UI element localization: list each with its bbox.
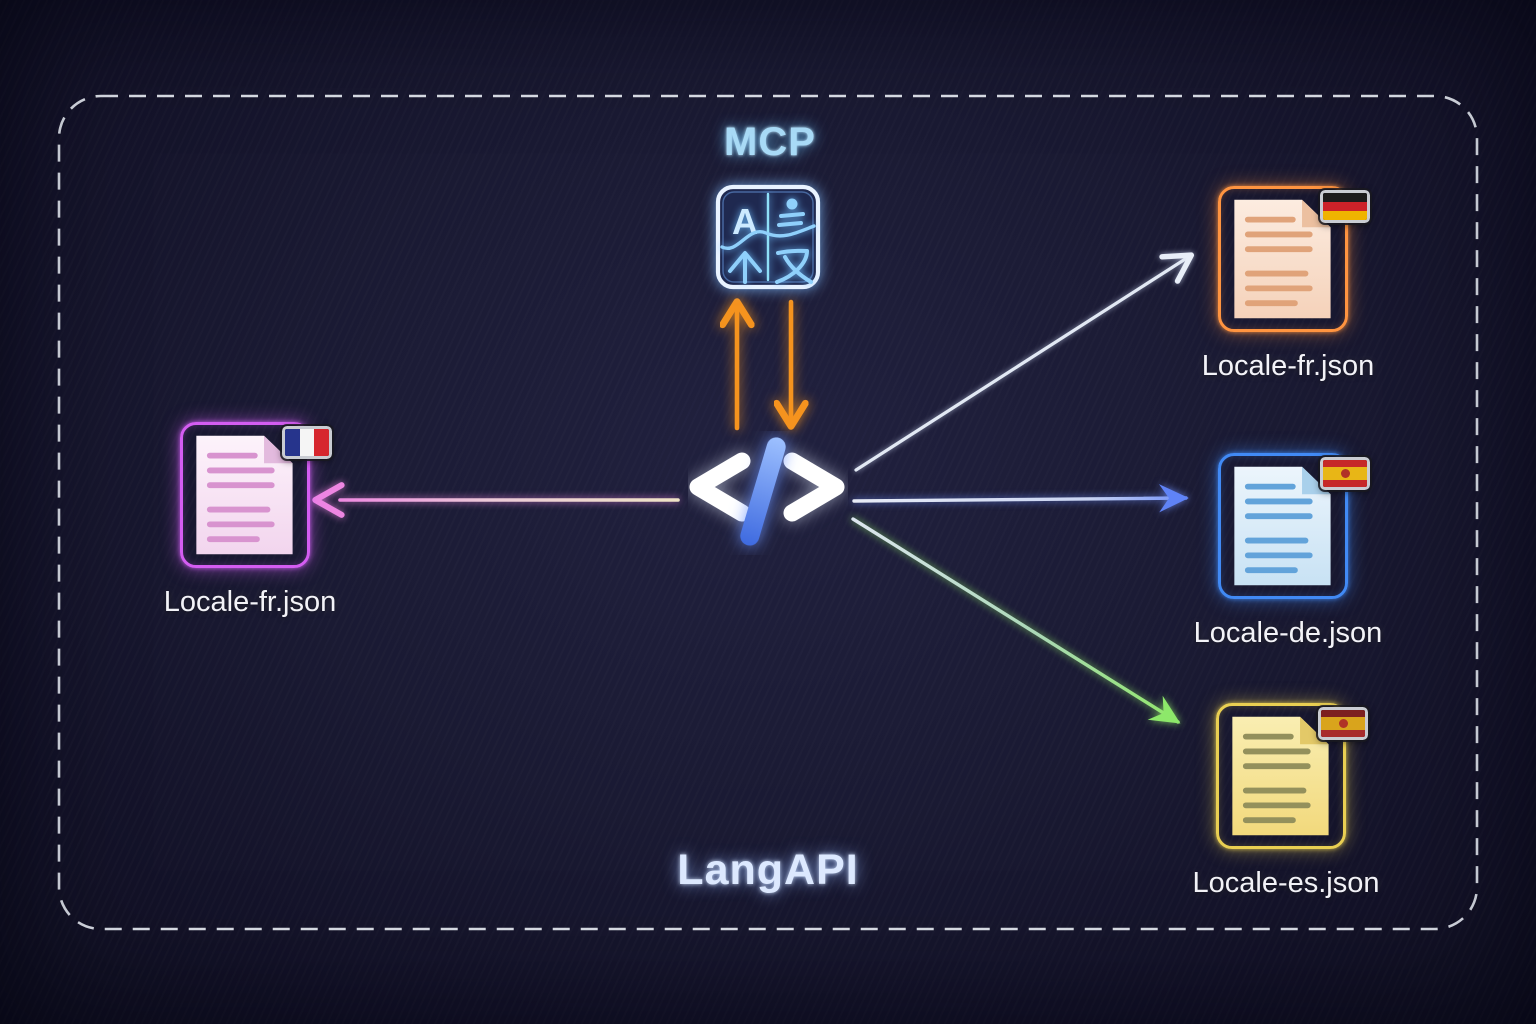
file-label: Locale-es.json	[1192, 867, 1380, 899]
arrow-code-to-output-de	[852, 484, 1189, 513]
document-icon	[180, 422, 310, 568]
document-icon	[1218, 186, 1348, 332]
france-flag-icon	[280, 424, 334, 461]
source-file-node: Locale-fr.json	[150, 420, 350, 635]
left-chevron	[689, 452, 751, 522]
right-chevron	[783, 452, 845, 522]
spain-flag-icon	[1318, 455, 1372, 492]
arrow-code-to-output-es	[851, 517, 1181, 724]
file-label: Locale-fr.json	[1201, 350, 1375, 382]
code-slash	[740, 437, 786, 546]
file-label: Locale-fr.json	[163, 586, 337, 618]
germany-flag-icon	[1318, 188, 1372, 225]
code-icon	[689, 437, 845, 546]
output-file-node-de: Locale-de.json	[1188, 451, 1388, 666]
spain-flag-icon	[1316, 705, 1370, 742]
brand-title: LangAPI	[677, 846, 859, 894]
translate-letter: A	[732, 201, 758, 242]
output-file-node-es: Locale-es.json	[1186, 701, 1386, 916]
mcp-label: MCP	[724, 120, 816, 164]
file-label: Locale-de.json	[1193, 617, 1383, 649]
document-icon	[1216, 703, 1346, 849]
diagram-boundary	[57, 94, 1479, 931]
arrow-code-to-output-fr	[854, 252, 1195, 472]
output-file-node-fr: Locale-fr.json	[1188, 184, 1388, 399]
translate-icon: A	[715, 184, 821, 290]
document-icon	[1218, 453, 1348, 599]
